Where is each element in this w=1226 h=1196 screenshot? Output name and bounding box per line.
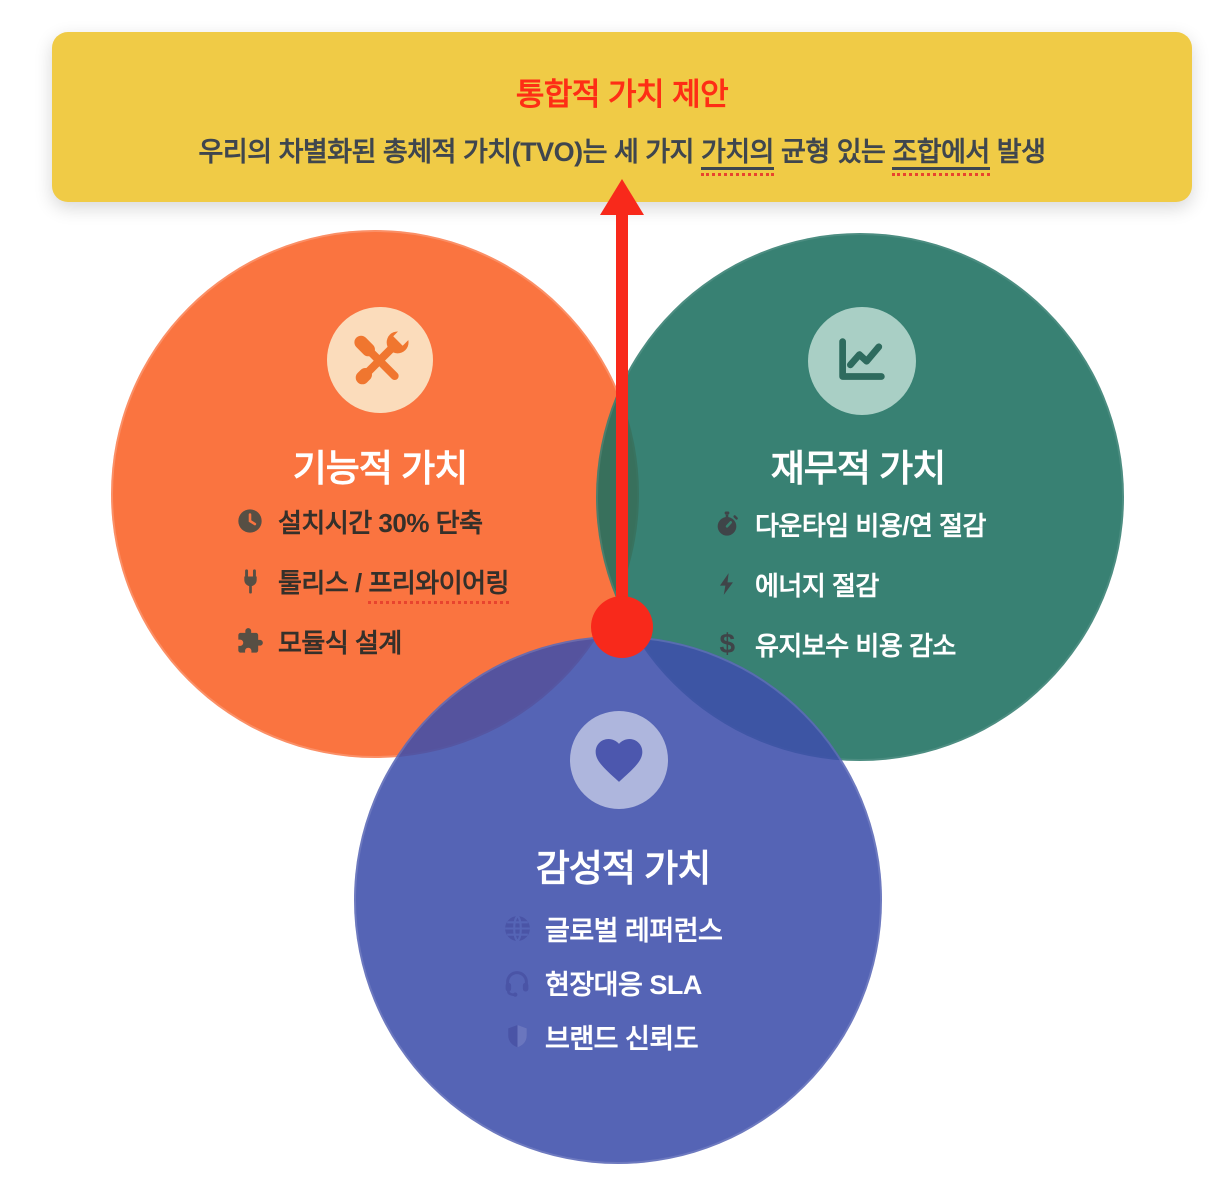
line-chart-icon bbox=[831, 330, 893, 392]
venn-center-dot bbox=[591, 596, 653, 658]
list-item-label: 설치시간 30% 단축 bbox=[278, 507, 483, 538]
emotional-benefits-list: 글로벌 레퍼런스 현장대응 SLA 브랜드 신뢰도 bbox=[500, 911, 723, 1073]
tools-icon-badge bbox=[327, 307, 433, 413]
subtitle-text: 균형 있는 bbox=[774, 137, 893, 167]
list-item-label: 모듈식 설계 bbox=[278, 627, 402, 658]
subtitle-underlined-word: 조합에서 bbox=[892, 137, 990, 170]
shield-icon bbox=[500, 1023, 534, 1050]
banner-subtitle: 우리의 차별화된 총체적 가치(TVO)는 세 가지 가치의 균형 있는 조합에… bbox=[52, 130, 1192, 170]
list-item-label: 현장대응 SLA bbox=[545, 969, 702, 1000]
list-item-label: 브랜드 신뢰도 bbox=[545, 1023, 699, 1054]
list-item-label: 다운타임 비용/연 절감 bbox=[755, 510, 986, 541]
list-item: 현장대응 SLA bbox=[500, 965, 722, 1000]
functional-benefits-list: 설치시간 30% 단축 툴리스 / 프리와이어링 모듈식 설계 bbox=[233, 504, 509, 684]
globe-icon bbox=[500, 913, 534, 944]
center-arrow-line bbox=[616, 213, 628, 630]
subtitle-text: 발생 bbox=[989, 137, 1046, 167]
functional-circle-title: 기능적 가치 bbox=[292, 448, 468, 489]
list-item: 글로벌 레퍼런스 bbox=[500, 911, 723, 946]
financial-benefits-list: 다운타임 비용/연 절감 에너지 절감 $ 유지보수 비용 감소 bbox=[710, 507, 986, 687]
list-item: 브랜드 신뢰도 bbox=[500, 1019, 722, 1054]
list-item-label: 에너지 절감 bbox=[755, 570, 879, 601]
list-item: 설치시간 30% 단축 bbox=[233, 504, 509, 538]
subtitle-underlined-word: 가치의 bbox=[700, 137, 775, 170]
puzzle-icon bbox=[233, 627, 267, 655]
value-proposition-banner: 통합적 가치 제안 우리의 차별화된 총체적 가치(TVO)는 세 가지 가치의… bbox=[52, 32, 1192, 202]
list-item: 에너지 절감 bbox=[710, 567, 986, 601]
tools-icon bbox=[348, 328, 412, 392]
stopwatch-icon bbox=[710, 510, 744, 538]
financial-circle-title: 재무적 가치 bbox=[770, 448, 946, 489]
spellcheck-underlined-word: 프리와이어링 bbox=[368, 567, 509, 598]
headset-icon bbox=[500, 967, 534, 997]
center-arrow-head bbox=[600, 179, 644, 215]
list-item-label: 유지보수 비용 감소 bbox=[755, 630, 956, 661]
heart-icon bbox=[591, 732, 647, 788]
emotional-circle-title: 감성적 가치 bbox=[535, 848, 711, 889]
chart-icon-badge bbox=[808, 307, 916, 415]
list-item: 모듈식 설계 bbox=[233, 624, 509, 658]
dollar-icon: $ bbox=[719, 628, 735, 659]
heart-icon-badge bbox=[570, 711, 668, 809]
list-item-label: 툴리스 / 프리와이어링 bbox=[278, 567, 509, 598]
list-item: $ 유지보수 비용 감소 bbox=[710, 627, 986, 661]
subtitle-text: 우리의 차별화된 총체적 가치(TVO)는 세 가지 bbox=[198, 137, 701, 167]
list-item: 다운타임 비용/연 절감 bbox=[710, 507, 986, 541]
list-item-label: 글로벌 레퍼런스 bbox=[545, 915, 723, 946]
clock-icon bbox=[233, 507, 267, 535]
plug-icon bbox=[233, 568, 267, 595]
list-item: 툴리스 / 프리와이어링 bbox=[233, 564, 509, 598]
lightning-icon bbox=[710, 571, 744, 597]
banner-title: 통합적 가치 제안 bbox=[515, 77, 729, 112]
